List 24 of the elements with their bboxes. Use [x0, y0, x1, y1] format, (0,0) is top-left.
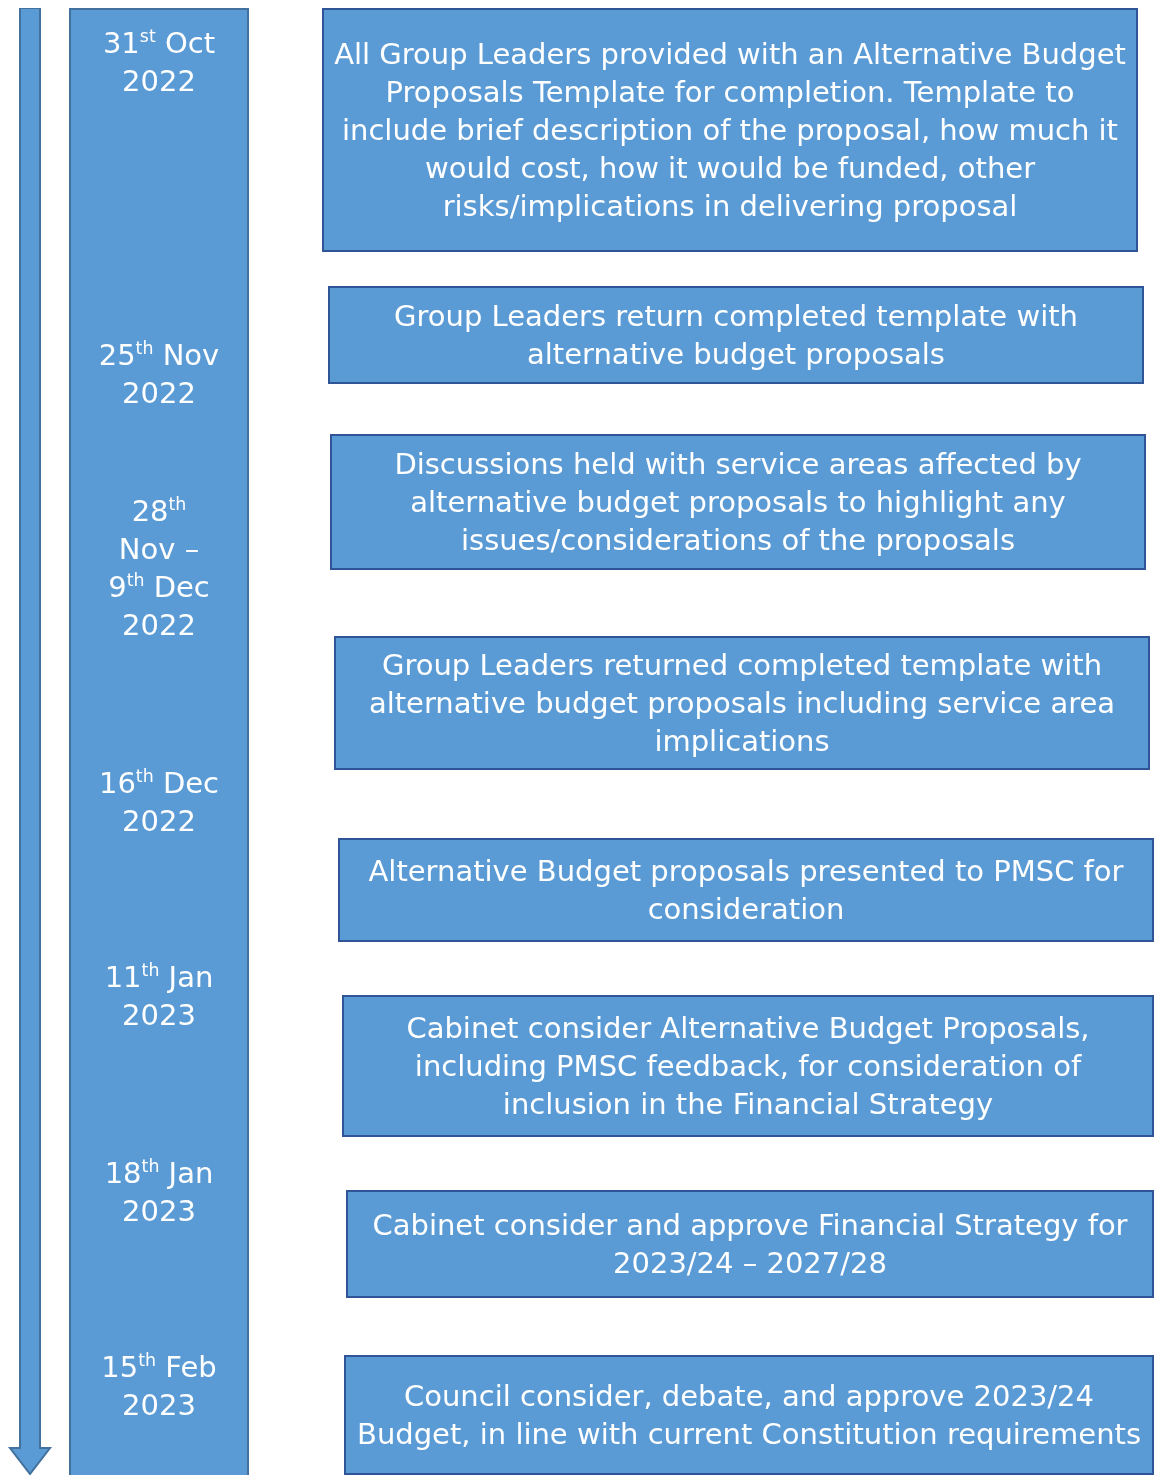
date-label: 28$^{th}$ Nov – 9$^{th}$ Dec 2022	[107, 493, 211, 644]
step-box	[342, 995, 1154, 1137]
step-box	[322, 8, 1138, 252]
date-label: 11$^{th}$ Jan 2023	[103, 959, 215, 1034]
step-text: Cabinet consider and approve Financial Strategy for 2023/24 – 2027/28	[371, 1207, 1129, 1282]
date-column	[69, 8, 249, 1475]
step-text: All Group Leaders provided with an Alternative Budget Proposals Template for completion. Template to include brief description of the proposal, how much it would cost, how it would be funded, other risks/implications in delivering proposal	[334, 36, 1126, 225]
date-label: 16$^{th}$ Dec 2022	[97, 765, 221, 840]
step-text: Discussions held with service areas affected by alternative budget proposals to highlight any issues/considerations of the proposals	[393, 446, 1083, 559]
date-label: 31$^{st}$ Oct 2022	[101, 25, 217, 100]
step-text: Group Leaders returned completed template with alternative budget proposals including service area implications	[367, 647, 1117, 760]
date-label: 25$^{th}$ Nov 2022	[97, 337, 221, 412]
step-box	[334, 636, 1150, 770]
step-box	[330, 434, 1146, 570]
date-label: 15$^{th}$ Feb 2023	[100, 1349, 218, 1424]
step-box	[338, 838, 1154, 942]
date-label: 18$^{th}$ Jan 2023	[103, 1155, 215, 1230]
step-box	[344, 1355, 1154, 1475]
step-text: Alternative Budget proposals presented to PMSC for consideration	[367, 853, 1125, 928]
step-text: Council consider, debate, and approve 2023/24 Budget, in line with current Constitution requirements	[356, 1378, 1142, 1453]
step-text: Group Leaders return completed template with alternative budget proposals	[393, 298, 1079, 373]
step-text: Cabinet consider Alternative Budget Proposals, including PMSC feedback, for consideration of inclusion in the Financial Strategy	[405, 1010, 1091, 1123]
step-box	[346, 1190, 1154, 1298]
step-box	[328, 286, 1144, 384]
